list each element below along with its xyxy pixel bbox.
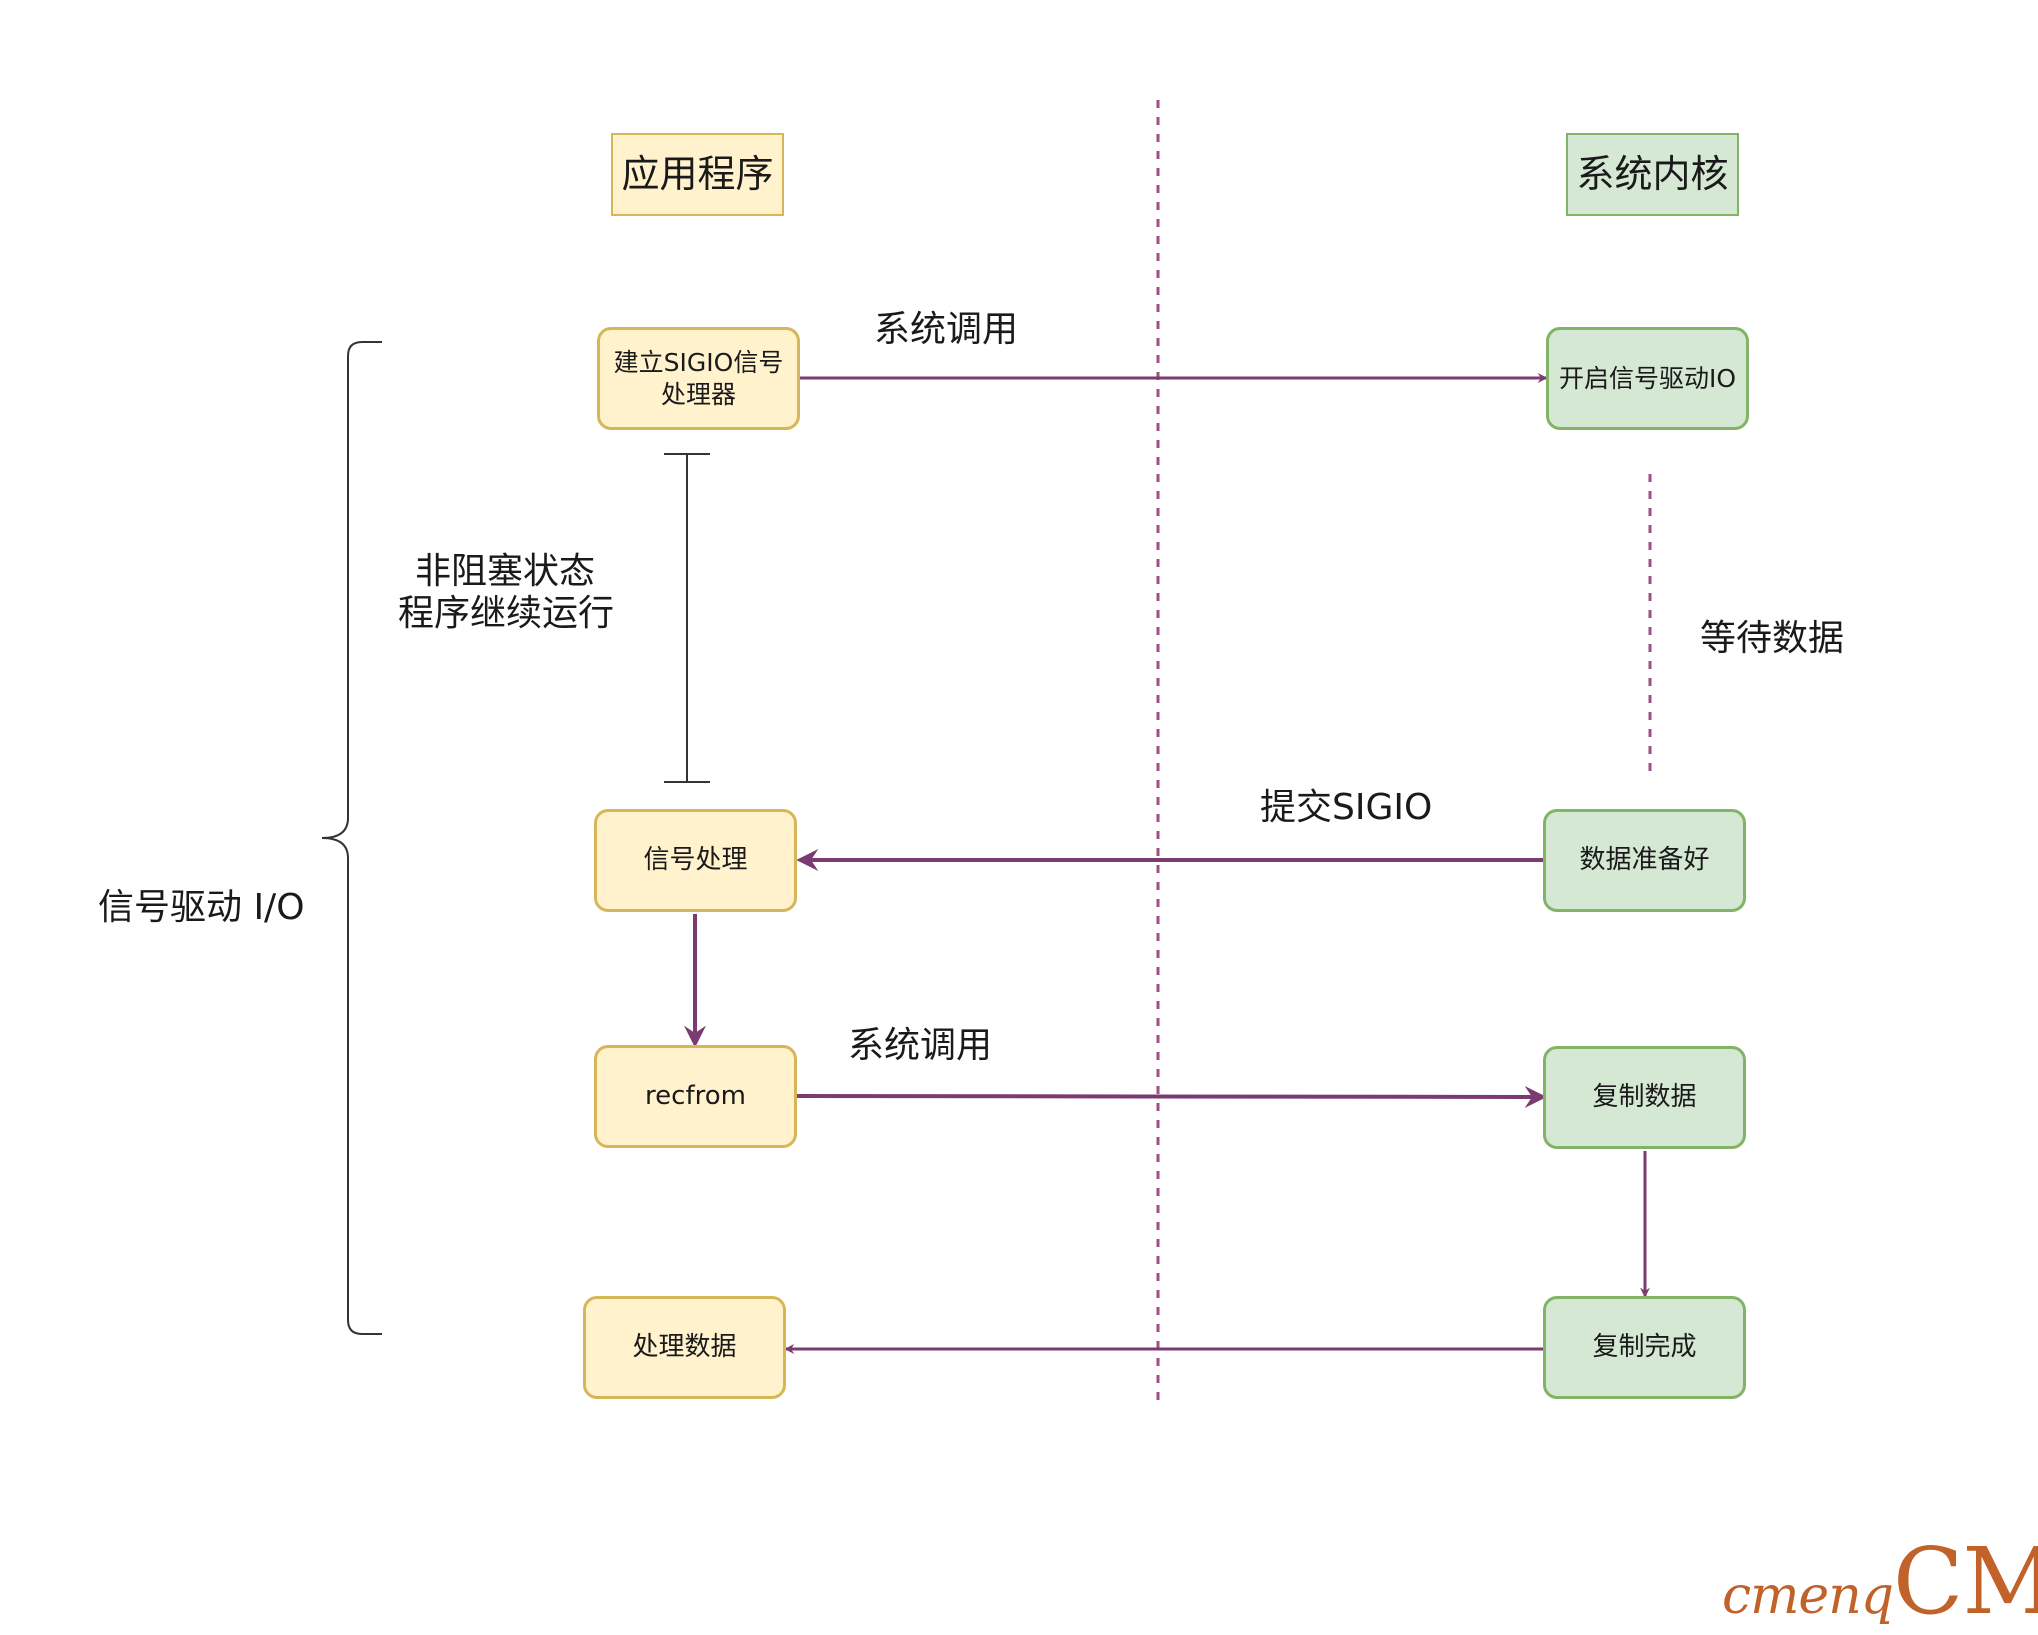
label-model-name: 信号驱动 I/O [98, 887, 305, 928]
watermark-right: CM [1892, 1528, 2038, 1635]
label-syscall-2: 系统调用 [848, 1025, 993, 1066]
label-nonblocking-line1: 非阻塞状态 [415, 551, 596, 592]
label-syscall-1: 系统调用 [874, 309, 1019, 350]
node-setup-sigio-handler: 建立SIGIO信号 处理器 [597, 327, 800, 430]
nonblocking-interval-bar [664, 453, 710, 783]
arrow-syscall-recvfrom [796, 1085, 1547, 1108]
watermark: cmenqCM [1722, 1528, 2038, 1635]
watermark-left: cmenq [1722, 1566, 1894, 1626]
node-copy-done: 复制完成 [1543, 1296, 1746, 1399]
node-process-data: 处理数据 [583, 1296, 786, 1399]
curly-brace [321, 341, 382, 1335]
label-submit-sigio: 提交SIGIO [1260, 787, 1433, 828]
label-nonblocking-line2: 程序继续运行 [398, 593, 615, 634]
label-waiting-data: 等待数据 [1700, 618, 1845, 659]
node-signal-handling: 信号处理 [594, 809, 797, 912]
node-recvfrom: recfrom [594, 1045, 797, 1148]
node-copy-data: 复制数据 [1543, 1046, 1746, 1149]
node-enable-sigio: 开启信号驱动IO [1546, 327, 1749, 430]
node-data-ready: 数据准备好 [1543, 809, 1746, 912]
header-kernel: 系统内核 [1566, 133, 1739, 216]
header-application: 应用程序 [611, 133, 784, 216]
